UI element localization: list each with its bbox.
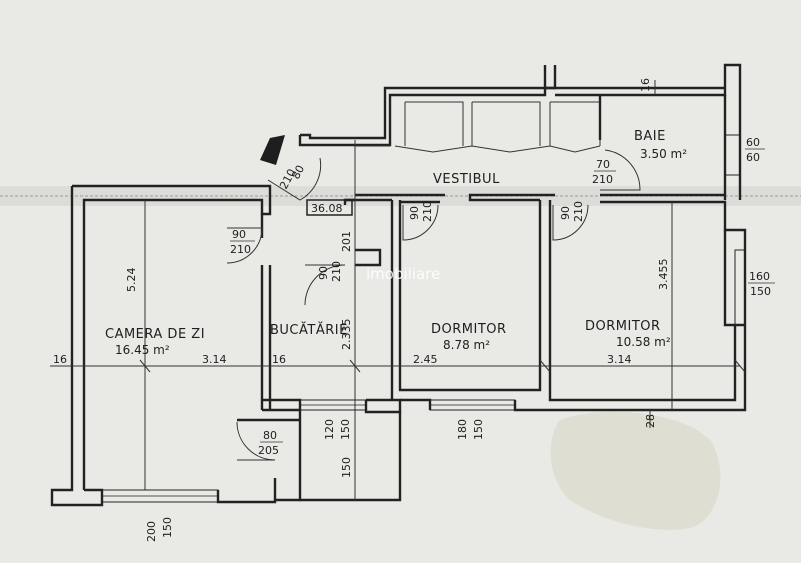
door-balcony-w: 80 [263, 429, 277, 442]
door-buc-h: 210 [330, 261, 343, 282]
vestibul-walls [298, 63, 747, 327]
windows [101, 134, 746, 503]
dim-2-335: 2.335 [340, 319, 353, 351]
doors [226, 149, 641, 461]
dim-16-b: 16 [272, 353, 286, 366]
dim-16-a: 16 [53, 353, 67, 366]
dim-2-45: 2.45 [413, 353, 438, 366]
door-dormitor-2 [552, 204, 589, 241]
room-area-dormitor-2: 10.58 m² [616, 335, 671, 349]
door-baie [600, 149, 641, 191]
stair-label: 36.08 [311, 202, 343, 215]
dim-5-24: 5.24 [125, 268, 138, 293]
dim-3-14-a: 3.14 [202, 353, 227, 366]
win-dorm2-h: 150 [750, 285, 771, 298]
dim-150: 150 [340, 457, 353, 478]
door-cz-h: 210 [230, 243, 251, 256]
door-dormitor-1 [402, 204, 439, 241]
room-area-dormitor-1: 8.78 m² [443, 338, 490, 352]
door-baie-h: 210 [592, 173, 613, 186]
win-buc-h: 150 [339, 419, 352, 440]
win-dorm2-w: 160 [749, 270, 770, 283]
dim-201: 201 [340, 231, 353, 252]
door-entry-h: 80 [289, 163, 307, 181]
win-baie-h: 60 [746, 151, 760, 164]
hatched-column [260, 135, 285, 165]
win-buc-w: 120 [323, 419, 336, 440]
room-area-baie: 3.50 m² [640, 147, 687, 161]
opening-labels: 70 210 210 80 90 210 90 210 90 210 90 21… [145, 136, 775, 542]
dim-3-14-b: 3.14 [607, 353, 632, 366]
dim-16-c: 16 [639, 78, 652, 92]
door-cz-w: 90 [232, 228, 246, 241]
door-dorm2-w: 90 [559, 206, 572, 220]
door-dorm1-w: 90 [408, 206, 421, 220]
door-buc-w: 90 [317, 266, 330, 280]
dim-3-455: 3.455 [657, 259, 670, 291]
dim-28: 28 [644, 414, 657, 428]
paper-stain [550, 411, 721, 530]
room-name-dormitor-2: DORMITOR [585, 319, 661, 334]
door-entry [267, 157, 322, 201]
win-cz-w: 200 [145, 521, 158, 542]
watermark-text: imobiliare [366, 265, 440, 283]
dimension-lines [50, 80, 746, 500]
door-dorm2-h: 210 [572, 201, 585, 222]
win-dorm1-w: 180 [456, 419, 469, 440]
room-name-vestibul: VESTIBUL [433, 172, 500, 187]
door-dorm1-h: 210 [421, 201, 434, 222]
room-name-bucatarie: BUCĂTĂRIE [270, 322, 348, 338]
stair-box [306, 199, 353, 216]
door-baie-w: 70 [596, 158, 610, 171]
room-name-camera-de-zi: CAMERA DE ZI [105, 327, 205, 342]
room-name-baie: BAIE [634, 129, 666, 144]
win-baie-w: 60 [746, 136, 760, 149]
room-area-camera-de-zi: 16.45 m² [115, 343, 170, 357]
door-balcony-h: 205 [258, 444, 279, 457]
win-cz-h: 150 [161, 517, 174, 538]
door-camera-de-zi [226, 227, 263, 264]
door-balcony [236, 421, 276, 461]
win-dorm1-h: 150 [472, 419, 485, 440]
room-name-dormitor-1: DORMITOR [431, 322, 507, 337]
door-bucatarie [304, 264, 346, 306]
